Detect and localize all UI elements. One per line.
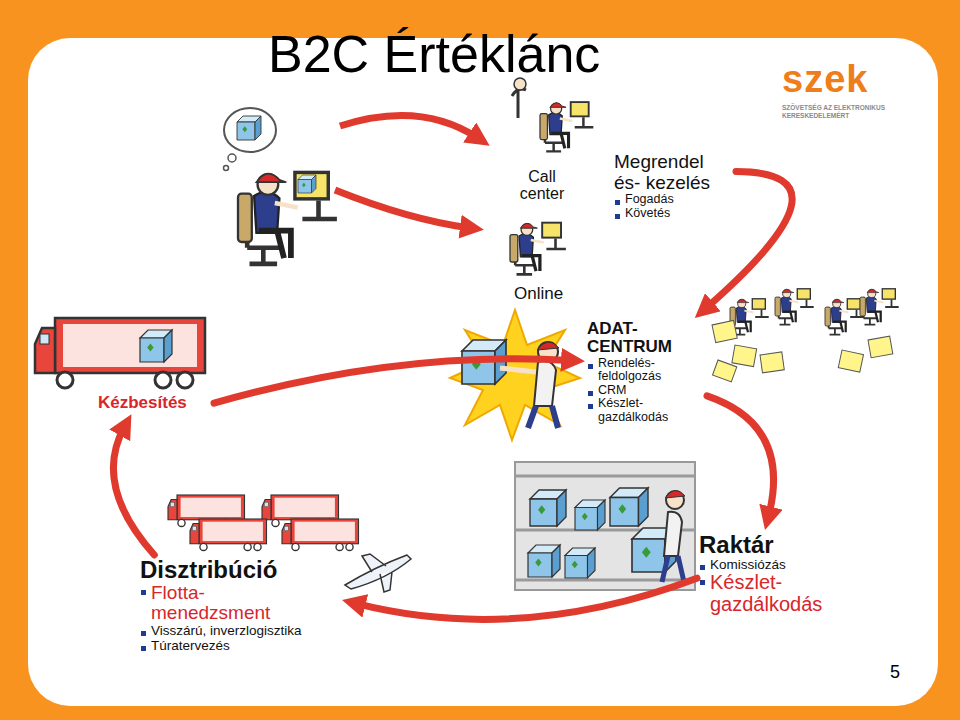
node-item: Követés	[625, 207, 670, 221]
text-row: Komissiózás	[699, 558, 865, 573]
text-row: Túratervezés	[140, 639, 340, 654]
node-item: Túratervezés	[151, 639, 230, 654]
node-item: Rendelés- feldolgozás	[598, 357, 690, 384]
bullet-square	[588, 391, 593, 396]
node-item: Készlet- gazdálkodás	[710, 572, 850, 615]
bullet-square	[141, 646, 146, 651]
flow-arrow	[705, 172, 792, 309]
text-row: Flotta- menedzsment	[140, 583, 340, 624]
bullet-square	[141, 631, 146, 636]
text-row: Megrendel és- kezelés	[614, 152, 734, 193]
node-heading: Disztribúció	[140, 557, 277, 583]
bullet-square	[700, 580, 705, 585]
flow-arrow	[113, 427, 154, 555]
text-row: Fogadás	[614, 193, 734, 207]
bullet-square	[700, 565, 705, 570]
bullet-square	[615, 214, 620, 219]
slide-title: B2C Értéklánc	[268, 24, 600, 84]
text-row: Online	[514, 285, 590, 303]
text-row: Raktár	[699, 532, 865, 558]
stage-node: Online	[512, 283, 592, 305]
node-heading: Kézbesítés	[98, 394, 187, 412]
text-row: CRM	[587, 384, 705, 398]
logo-subtitle: SZÖVETSÉG AZ ELEKTRONIKUS KERESKEDELEMÉR…	[782, 104, 902, 120]
text-row: Call center	[505, 168, 579, 203]
node-heading: ADAT- CENTRUM	[587, 320, 687, 357]
text-row: Disztribúció	[140, 557, 340, 583]
bullet-square	[588, 404, 593, 409]
stage-node: RaktárKomissiózásKészlet- gazdálkodás	[697, 530, 867, 618]
bullet-square	[615, 200, 620, 205]
text-row: Készlet- gazdálkodás	[587, 397, 705, 424]
node-heading: Call center	[505, 168, 579, 203]
node-heading: Online	[514, 285, 563, 303]
node-item: Készlet- gazdálkodás	[598, 397, 690, 424]
stage-node: Megrendel és- kezelésFogadásKövetés	[612, 150, 736, 222]
stage-node: DisztribúcióFlotta- menedzsmentVisszárú,…	[138, 555, 342, 655]
flow-arrow	[707, 396, 774, 517]
stage-node: ADAT- CENTRUMRendelés- feldolgozásCRMKés…	[585, 318, 707, 426]
flow-arrow	[356, 578, 697, 619]
flow-arrow	[214, 359, 571, 403]
bullet-square	[141, 590, 146, 595]
node-heading: Raktár	[699, 532, 774, 558]
stage-node: Call center	[503, 166, 581, 205]
text-row: ADAT- CENTRUM	[587, 320, 705, 357]
stage-node: Kézbesítés	[96, 392, 214, 414]
node-item: Komissiózás	[710, 558, 786, 573]
text-row: Készlet- gazdálkodás	[699, 572, 865, 615]
text-row: Kézbesítés	[98, 394, 212, 412]
text-row: Követés	[614, 207, 734, 221]
node-item: CRM	[598, 384, 626, 398]
text-row: Rendelés- feldolgozás	[587, 357, 705, 384]
bullet-square	[588, 364, 593, 369]
node-item: Fogadás	[625, 193, 674, 207]
node-item: Visszárú, inverzlogisztika	[151, 624, 302, 639]
node-item: Flotta- menedzsment	[151, 583, 301, 624]
logo-text: szek	[782, 58, 868, 101]
text-row: Visszárú, inverzlogisztika	[140, 624, 340, 639]
page-number: 5	[890, 662, 900, 683]
node-heading: Megrendel és- kezelés	[614, 152, 718, 193]
